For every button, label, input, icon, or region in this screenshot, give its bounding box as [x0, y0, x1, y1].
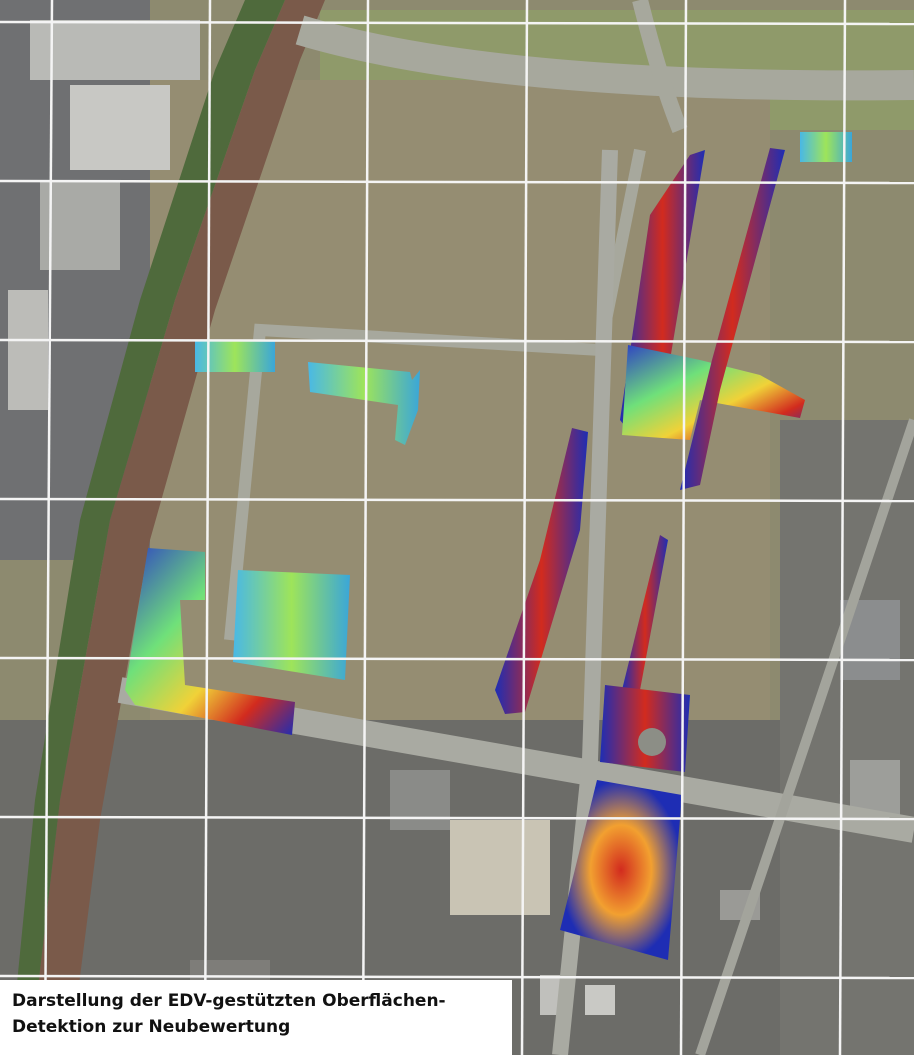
survey-patch[interactable] [680, 148, 785, 490]
caption-box: Darstellung der EDV-gestützten Oberfläch… [0, 980, 512, 1055]
caption-line-1: Darstellung der EDV-gestützten Oberfläch… [12, 991, 446, 1011]
survey-patch[interactable] [560, 780, 682, 960]
highway-north [295, 15, 914, 101]
caption-line-2: Detektion zur Neubewertung [12, 1017, 291, 1037]
road-north-south [552, 149, 618, 1055]
urban-southeast [780, 420, 914, 1055]
building [8, 290, 48, 410]
survey-patch[interactable] [125, 548, 295, 735]
building [30, 20, 200, 80]
building [390, 770, 450, 830]
road-diagonal [695, 418, 914, 1055]
survey-void [638, 728, 666, 756]
railway [30, 0, 325, 1055]
survey-patch[interactable] [308, 362, 420, 445]
survey-patch[interactable] [195, 340, 275, 372]
survey-patches [125, 132, 852, 960]
building [585, 985, 615, 1015]
railway-verge [10, 0, 285, 1055]
building [70, 85, 170, 170]
survey-patch[interactable] [233, 570, 350, 680]
survey-patch[interactable] [622, 535, 668, 690]
highway-ramp [632, 0, 688, 133]
survey-patch[interactable] [600, 685, 690, 772]
building [450, 820, 550, 915]
building [40, 180, 120, 270]
